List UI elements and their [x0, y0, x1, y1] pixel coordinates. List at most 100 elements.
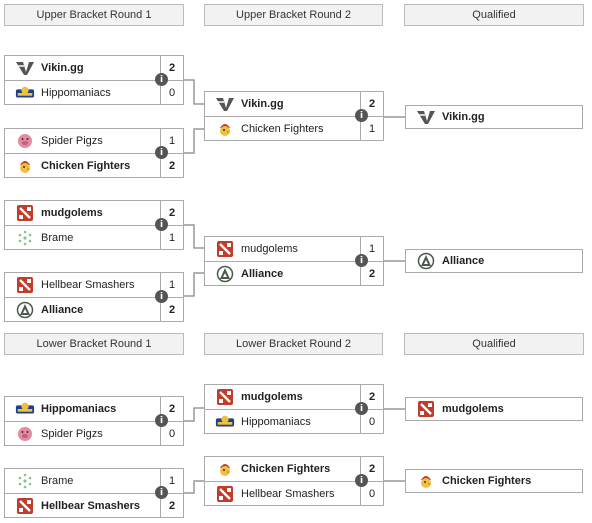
team-row[interactable]: Hippomaniacs 2: [5, 397, 183, 421]
team-row[interactable]: Vikin.gg 2: [5, 56, 183, 80]
chicken-logo-icon: [215, 459, 235, 479]
qualified-slot-lower-2[interactable]: Chicken Fighters: [405, 469, 583, 493]
team-row[interactable]: Chicken Fighters 2: [5, 153, 183, 177]
team-row[interactable]: Chicken Fighters 1: [205, 116, 383, 140]
team-name: Alliance: [41, 303, 84, 316]
dota-logo-icon: [215, 484, 235, 504]
match-info-icon[interactable]: i: [155, 146, 168, 159]
dota-logo-icon: [215, 239, 235, 259]
team-score: 1: [360, 117, 383, 140]
qualified-slot-lower-1[interactable]: mudgolems: [405, 397, 583, 421]
hippo-logo-icon: [215, 412, 235, 432]
team-name: Vikin.gg: [241, 98, 284, 110]
hippo-logo-icon: [15, 83, 35, 103]
match-info-icon[interactable]: i: [355, 254, 368, 267]
team-score: 0: [160, 81, 183, 104]
team-name: Hippomaniacs: [241, 415, 311, 428]
team-row[interactable]: Spider Pigzs 0: [5, 421, 183, 445]
match-info-icon[interactable]: i: [155, 218, 168, 231]
header-upper-round-1: Upper Bracket Round 1: [4, 4, 184, 26]
match-info-icon[interactable]: i: [355, 402, 368, 415]
team-score: 2: [160, 154, 183, 177]
team-row[interactable]: Spider Pigzs 1: [5, 129, 183, 153]
team-name: Hippomaniacs: [41, 86, 111, 99]
team-row[interactable]: Hellbear Smashers 2: [5, 493, 183, 517]
team-score: 2: [160, 56, 183, 80]
team-score: 2: [160, 298, 183, 321]
team-row[interactable]: Hippomaniacs 0: [205, 409, 383, 433]
brame-logo-icon: [15, 471, 35, 491]
team-score: 1: [160, 273, 183, 297]
qualified-slot-upper-1[interactable]: Vikin.gg: [405, 105, 583, 129]
team-score: 1: [160, 469, 183, 493]
team-score: 1: [360, 237, 383, 261]
team-score: 2: [160, 397, 183, 421]
team-score: 0: [160, 422, 183, 445]
dota-logo-icon: [416, 399, 436, 419]
team-score: 1: [160, 129, 183, 153]
team-score: 0: [360, 482, 383, 505]
dota-logo-icon: [15, 275, 35, 295]
match-info-icon[interactable]: i: [155, 73, 168, 86]
vikin-logo-icon: [15, 58, 35, 78]
team-row[interactable]: Alliance 2: [5, 297, 183, 321]
team-name: Chicken Fighters: [241, 122, 324, 135]
team-name: Vikin.gg: [41, 62, 84, 74]
team-row[interactable]: Brame 1: [5, 469, 183, 493]
alliance-logo-icon: [416, 251, 436, 271]
dota-logo-icon: [15, 496, 35, 516]
match-info-icon[interactable]: i: [155, 290, 168, 303]
header-upper-round-2: Upper Bracket Round 2: [204, 4, 383, 26]
match-info-icon[interactable]: i: [355, 109, 368, 122]
header-lower-round-2: Lower Bracket Round 2: [204, 333, 383, 355]
brame-logo-icon: [15, 228, 35, 248]
team-score: 2: [160, 494, 183, 517]
team-row[interactable]: Hippomaniacs 0: [5, 80, 183, 104]
team-row[interactable]: Hellbear Smashers 0: [205, 481, 383, 505]
team-score: 0: [360, 410, 383, 433]
team-name: Hippomaniacs: [41, 403, 117, 415]
team-name: Hellbear Smashers: [241, 487, 335, 500]
vikin-logo-icon: [215, 94, 235, 114]
team-row[interactable]: Hellbear Smashers 1: [5, 273, 183, 297]
qualified-slot-upper-2[interactable]: Alliance: [405, 249, 583, 273]
team-score: 2: [360, 385, 383, 409]
match-info-icon[interactable]: i: [155, 414, 168, 427]
team-row[interactable]: mudgolems 1: [205, 237, 383, 261]
pig-logo-icon: [15, 131, 35, 151]
team-name: Brame: [41, 475, 74, 487]
team-name: Spider Pigzs: [41, 427, 103, 440]
dota-logo-icon: [215, 387, 235, 407]
team-score: 2: [360, 262, 383, 285]
chicken-logo-icon: [215, 119, 235, 139]
match-info-icon[interactable]: i: [355, 474, 368, 487]
chicken-logo-icon: [416, 471, 436, 491]
match-info-icon[interactable]: i: [155, 486, 168, 499]
team-name: Hellbear Smashers: [41, 499, 141, 512]
team-name: Hellbear Smashers: [41, 279, 135, 291]
team-name: mudgolems: [241, 243, 298, 255]
hippo-logo-icon: [15, 399, 35, 419]
pig-logo-icon: [15, 424, 35, 444]
team-name: Spider Pigzs: [41, 135, 103, 147]
dota-logo-icon: [15, 203, 35, 223]
header-lower-round-1: Lower Bracket Round 1: [4, 333, 184, 355]
team-name: Chicken Fighters: [41, 159, 131, 172]
chicken-logo-icon: [15, 156, 35, 176]
